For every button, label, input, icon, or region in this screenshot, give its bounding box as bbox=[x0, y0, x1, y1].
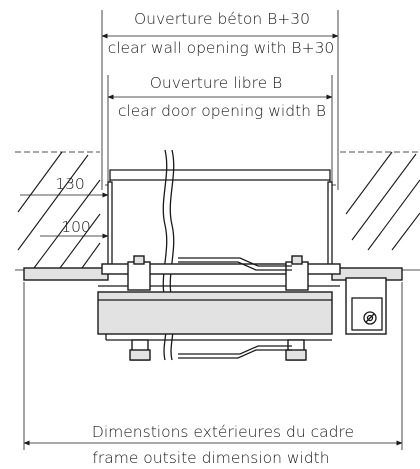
lock-block bbox=[345, 277, 387, 335]
label-free-opening-en: clear door opening width B bbox=[118, 102, 326, 120]
frame-upper bbox=[105, 169, 336, 271]
wall-left-hatched bbox=[15, 151, 101, 271]
hinge-arms bbox=[178, 257, 292, 359]
label-free-opening-fr: Ouverture libre B bbox=[150, 74, 283, 92]
label-concrete-opening-en: clear wall opening with B+30 bbox=[108, 39, 335, 57]
label-dim-100: 100 bbox=[61, 218, 91, 236]
label-frame-dim-fr: Dimenstions extérieures du cadre bbox=[92, 423, 354, 441]
dimension-concrete-opening: Ouverture béton B+30 clear wall opening … bbox=[102, 10, 338, 190]
label-frame-dim-en: frame outsite dimension width bbox=[92, 449, 329, 467]
frame-flanges bbox=[23, 263, 403, 281]
wall-right-hatched bbox=[340, 151, 420, 271]
dimension-free-opening: Ouverture libre B clear door opening wid… bbox=[108, 74, 332, 190]
frame-lower-body bbox=[97, 285, 340, 341]
dimension-130-100: 130 100 bbox=[20, 175, 108, 236]
label-concrete-opening-fr: Ouverture béton B+30 bbox=[134, 10, 310, 28]
label-dim-130: 130 bbox=[55, 175, 85, 193]
dimension-frame-outside: Dimenstions extérieures du cadre frame o… bbox=[24, 282, 402, 467]
